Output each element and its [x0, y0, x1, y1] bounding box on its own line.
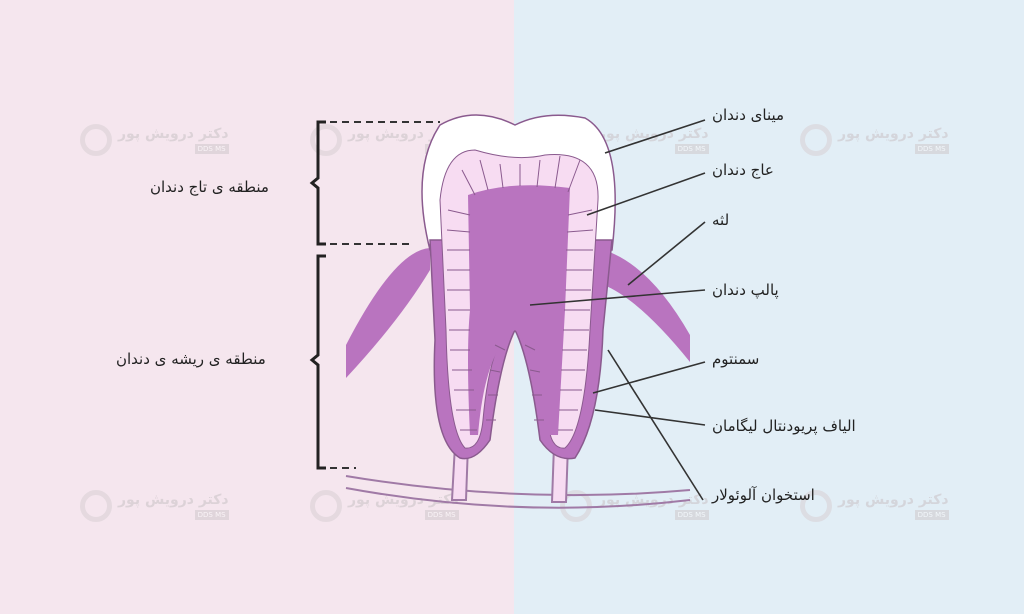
region-dashed-lines: [330, 121, 440, 469]
alveolar-bone-lines: [345, 475, 691, 509]
pulp-shape: [468, 185, 570, 435]
label-alveolar-bone: استخوان آلوئولار: [712, 486, 815, 504]
gum-shape: [346, 248, 690, 378]
watermark-logo-icon: [80, 124, 112, 156]
watermark-logo-icon: [560, 490, 592, 522]
crown-bracket: [309, 120, 326, 246]
watermark-logo-icon: [310, 490, 342, 522]
label-periodontal-ligament: الیاف پریودنتال لیگامان: [712, 417, 856, 435]
crown-region-label: منطقه ی تاج دندان: [150, 178, 269, 196]
watermark-logo-icon: [800, 490, 832, 522]
label-gum: لثه: [712, 211, 730, 229]
label-enamel: مینای دندان: [712, 106, 785, 124]
watermark-logo-icon: [80, 490, 112, 522]
leader-lines: [529, 119, 706, 501]
dentin-tubules: [446, 155, 594, 431]
watermark-logo-icon: [800, 124, 832, 156]
root-bracket: [309, 254, 326, 470]
root-region-label: منطقه ی ریشه ی دندان: [116, 350, 266, 368]
watermark-logo-icon: [310, 124, 342, 156]
label-cementum: سمنتوم: [712, 350, 760, 368]
label-pulp: پالپ دندان: [712, 281, 779, 299]
label-dentin: عاج دندان: [712, 161, 774, 179]
